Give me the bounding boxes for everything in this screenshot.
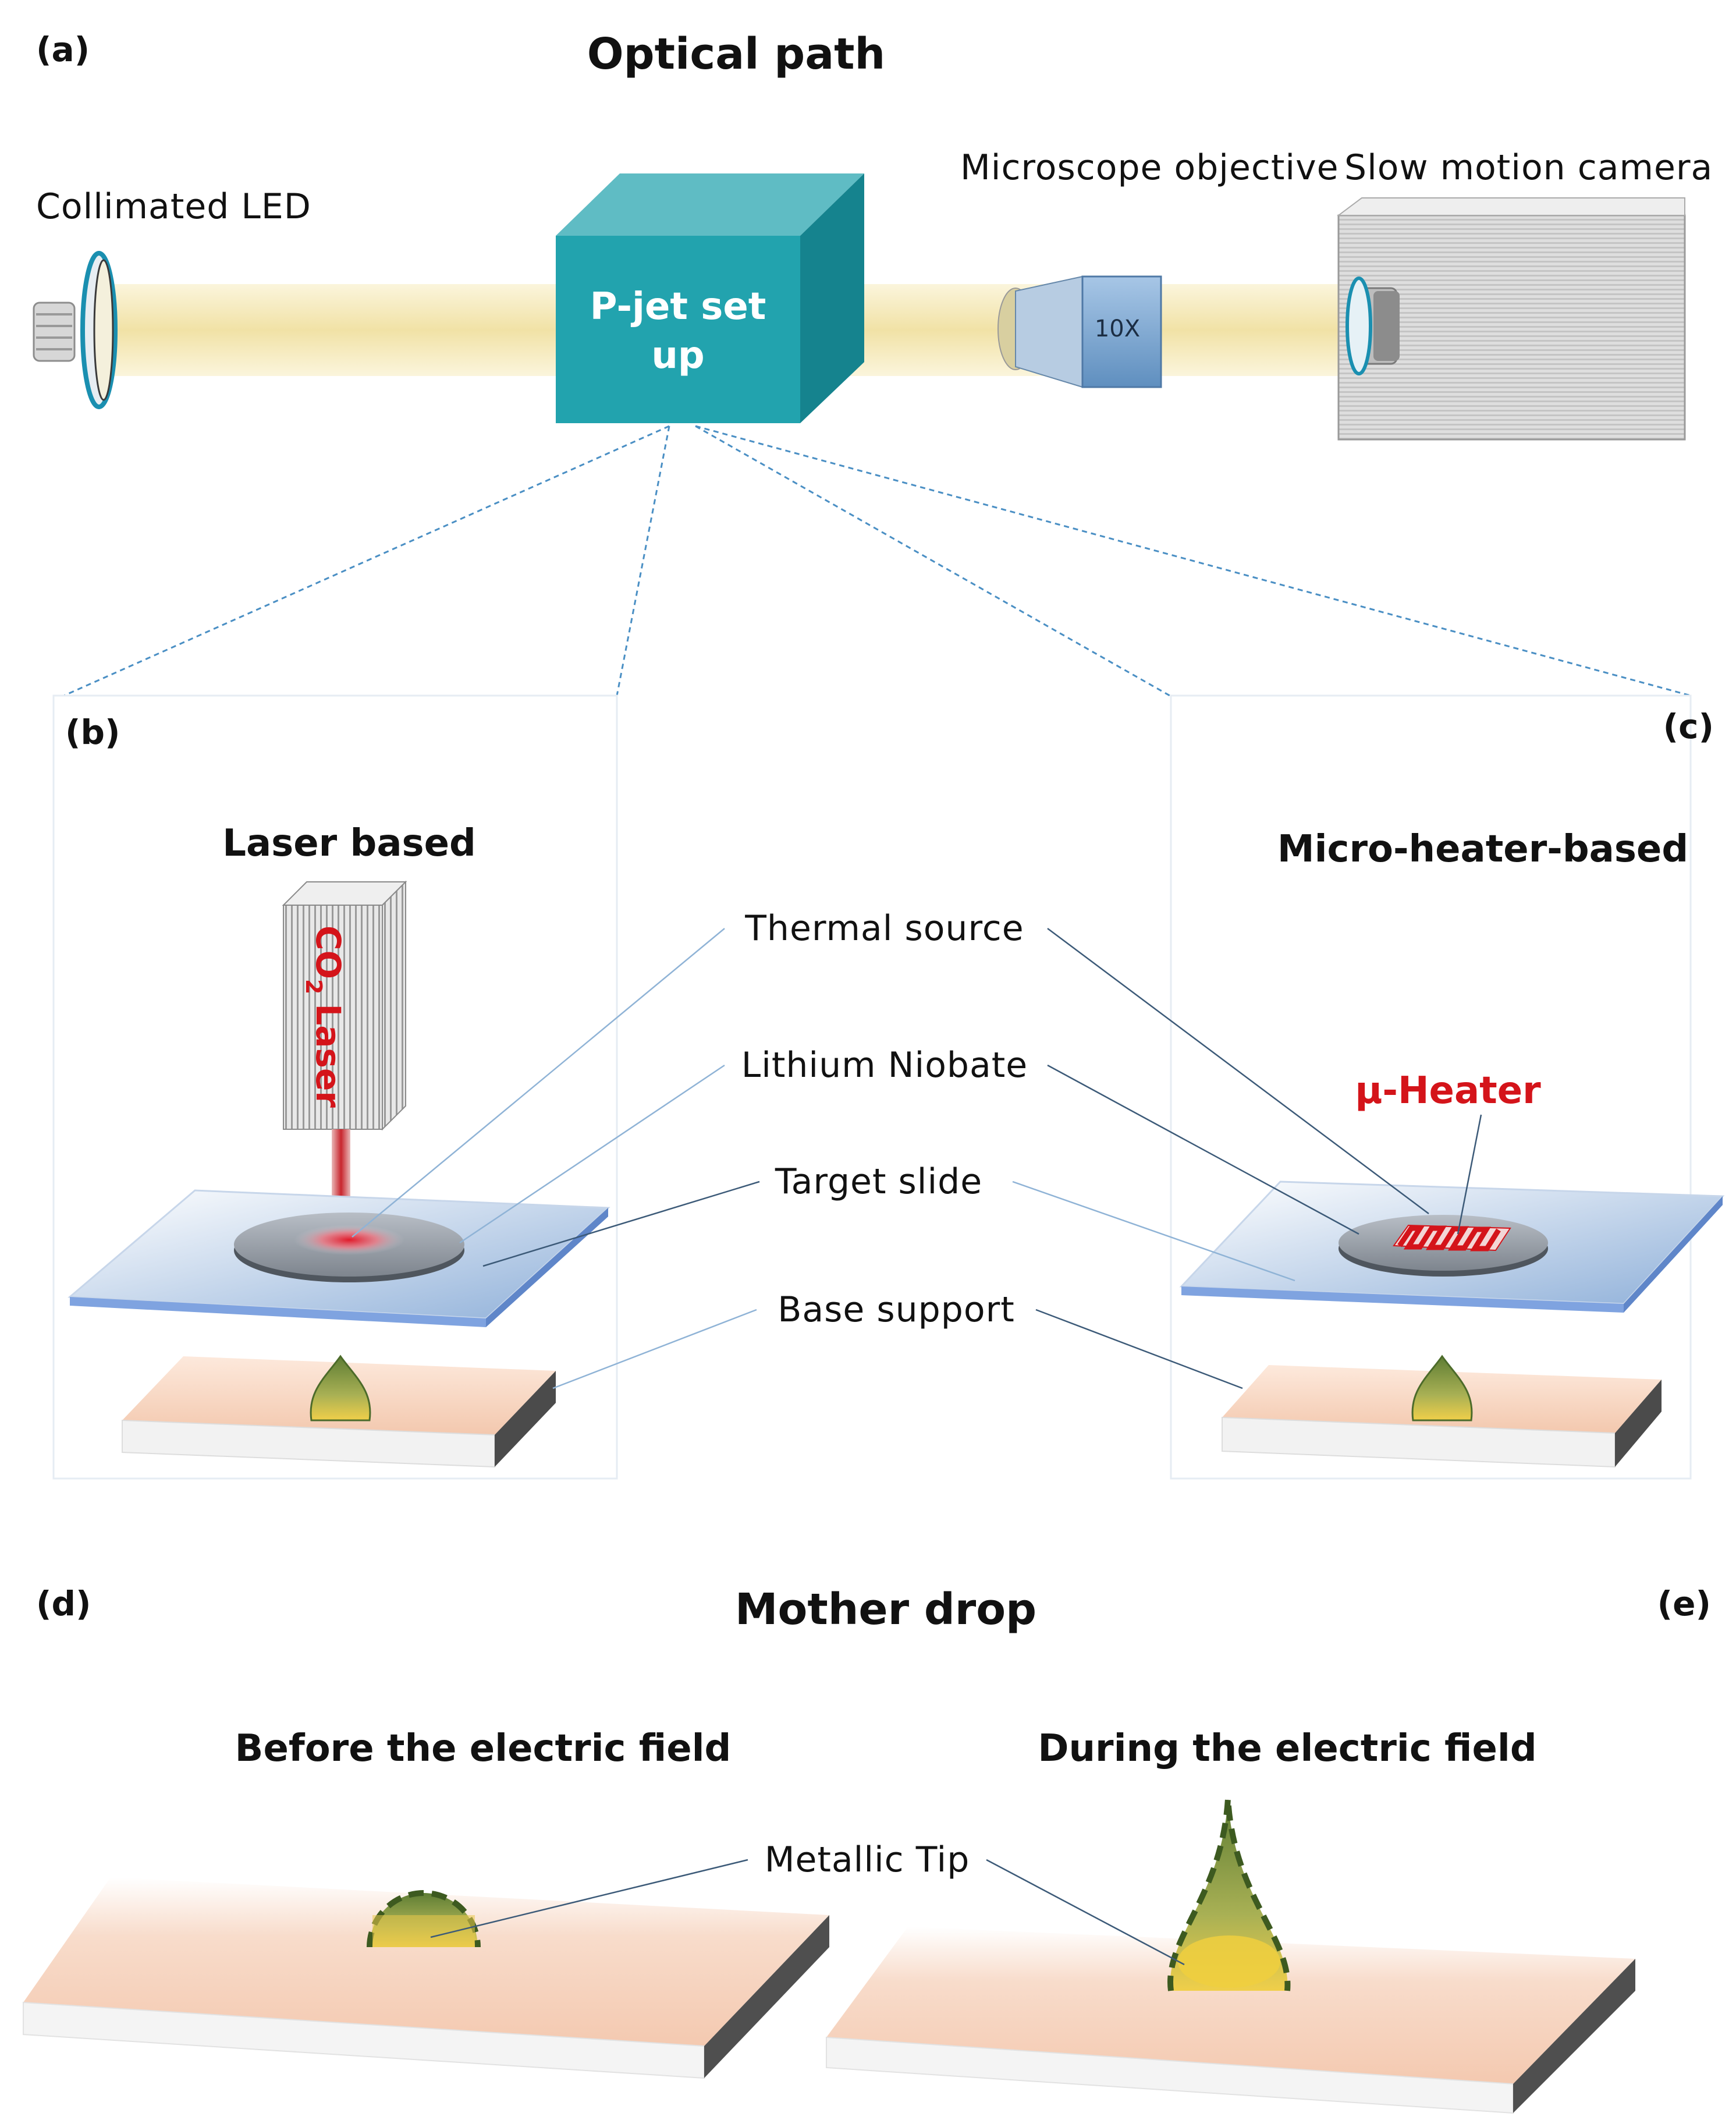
leader-lines-tip [430,1859,1185,1966]
panel-label-a: (a) [36,30,90,69]
before-field-label: Before the electric field [235,1727,732,1770]
optical-path-title: Optical path [587,29,886,79]
objective-label: Microscope objective [960,147,1339,188]
panel-label-b: (b) [65,712,120,752]
led-icon [33,251,118,409]
panel-c-frame [1170,694,1692,1480]
panel-label-d: (d) [36,1584,91,1623]
micro-heater-label: μ-Heater [1355,1069,1541,1112]
pjet-label-line2: up [651,334,704,377]
panel-label-c: (c) [1663,707,1714,746]
lithium-niobate-label: Lithium Niobate [741,1045,1028,1086]
thermal-source-label: Thermal source [744,908,1024,949]
base-support-label: Base support [778,1289,1015,1330]
microscope-objective [997,275,1162,388]
laser-based-title: Laser based [222,822,476,865]
pjet-cube [556,173,864,423]
pjet-label-line1: P-jet set [590,285,766,328]
panel-b-frame [52,694,618,1480]
during-field-label: During the electric field [1038,1727,1536,1770]
panel-label-e: (e) [1657,1584,1711,1623]
expansion-lines [63,425,1691,697]
during-substrate [826,1927,1635,2114]
camera-icon [1337,197,1686,441]
heater-base-support [1222,1355,1662,1468]
before-substrate [23,1877,829,2079]
before-drop [367,1890,481,1948]
mother-drop-title: Mother drop [735,1584,1036,1635]
objective-magnification: 10X [1095,315,1140,342]
during-drop [1167,1798,1291,1991]
metallic-tip-label: Metallic Tip [765,1839,970,1880]
target-slide-label: Target slide [775,1161,982,1202]
laser-lithium-niobate-disc [234,1213,464,1282]
camera-label: Slow motion camera [1344,147,1713,188]
micro-heater-title: Micro-heater-based [1277,828,1688,871]
leader-lines-setups [352,927,1482,1389]
co2-laser-label: CO2Laser [301,926,348,1108]
heater-lithium-niobate-disc [1339,1215,1548,1277]
micro-heater-icon [1393,1224,1511,1252]
led-label: Collimated LED [36,186,311,227]
laser-base-support [122,1355,556,1468]
